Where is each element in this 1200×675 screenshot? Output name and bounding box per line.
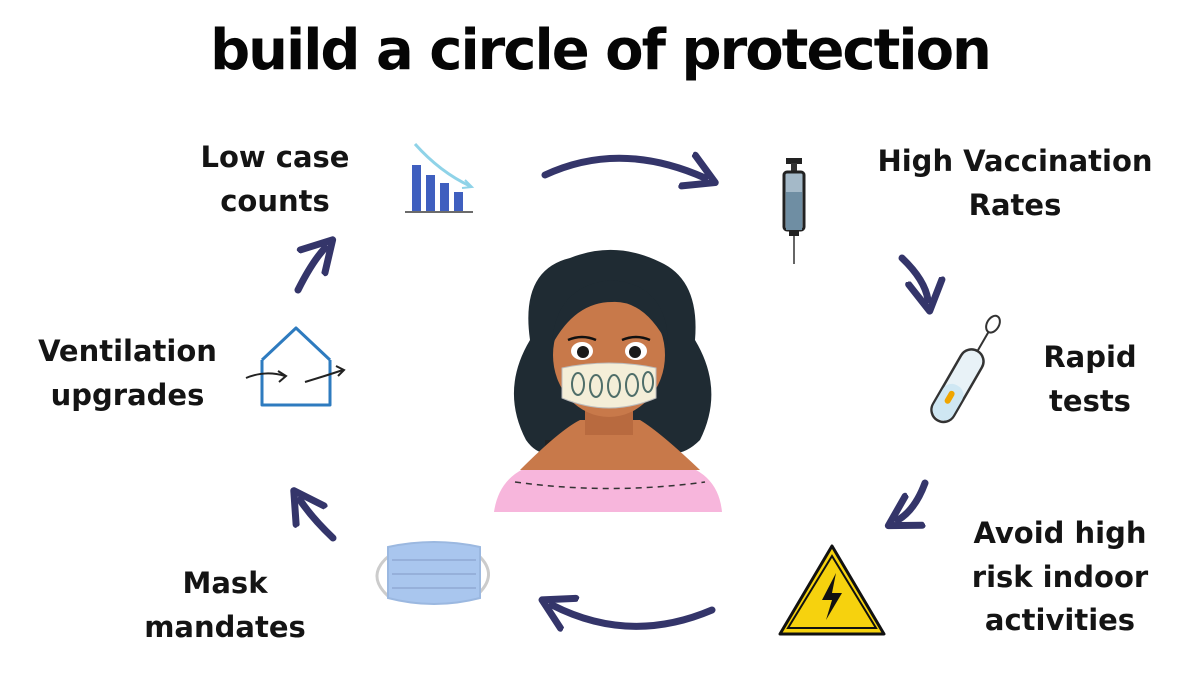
arrow-cases-to-vax [541, 158, 705, 178]
house-airflow-icon [245, 326, 346, 407]
face-mask-icon [375, 541, 490, 605]
page-title: build a circle of protection [210, 18, 992, 83]
arrow-avoid-to-mask [552, 605, 716, 626]
test-tube-swab-icon [930, 314, 1001, 424]
arrow-vax-to-tests [898, 254, 928, 300]
arrow-tests-to-avoid [898, 479, 929, 520]
woman-with-mask-illustration [494, 249, 722, 512]
warning-triangle-icon [778, 544, 886, 636]
arrow-mask-to-vent [300, 500, 337, 542]
declining-bar-chart-icon [405, 143, 475, 213]
arrow-vent-to-cases [294, 248, 325, 294]
syringe-icon [782, 158, 806, 264]
